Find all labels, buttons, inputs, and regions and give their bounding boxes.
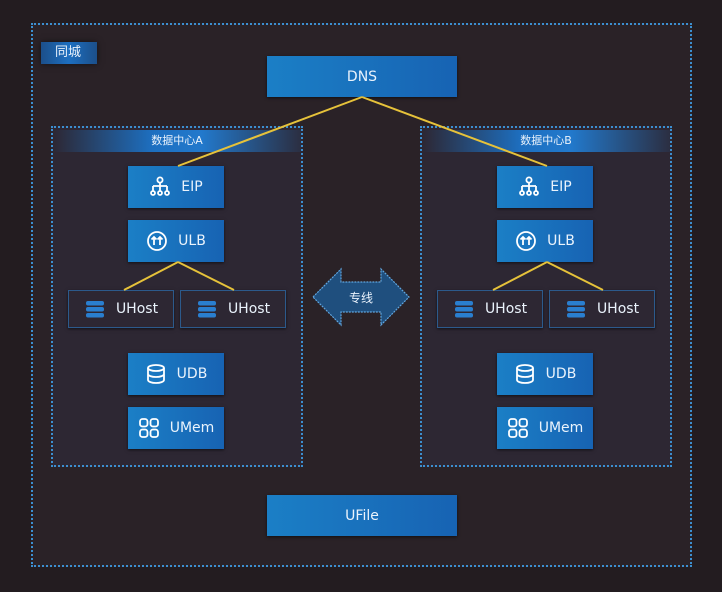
ulb-label: ULB bbox=[178, 233, 206, 249]
private-line-label: 专线 bbox=[348, 290, 373, 305]
dns-label: DNS bbox=[346, 68, 378, 85]
database-icon bbox=[514, 363, 536, 385]
load-balancer-icon bbox=[515, 230, 537, 252]
ulb-node-a[interactable]: ULB bbox=[128, 220, 224, 262]
umem-node-b[interactable]: UMem bbox=[497, 407, 593, 449]
data-center-a-title: 数据中心A bbox=[53, 130, 301, 152]
ufile-label: UFile bbox=[345, 507, 379, 524]
udb-label: UDB bbox=[545, 366, 577, 382]
grid-icon bbox=[138, 417, 160, 439]
server-stack-icon bbox=[196, 298, 218, 320]
udb-node-a[interactable]: UDB bbox=[128, 353, 224, 395]
region-label: 同城 bbox=[41, 42, 97, 64]
server-stack-icon bbox=[565, 298, 587, 320]
network-tree-icon bbox=[518, 176, 540, 198]
eip-node-b[interactable]: EIP bbox=[497, 166, 593, 208]
eip-node-a[interactable]: EIP bbox=[128, 166, 224, 208]
uhost-label: UHost bbox=[115, 301, 159, 317]
uhost-label: UHost bbox=[227, 301, 271, 317]
network-tree-icon bbox=[149, 176, 171, 198]
server-stack-icon bbox=[84, 298, 106, 320]
udb-label: UDB bbox=[176, 366, 208, 382]
eip-label: EIP bbox=[550, 179, 572, 195]
uhost-node-a2[interactable]: UHost bbox=[180, 290, 286, 328]
data-center-b-title: 数据中心B bbox=[422, 130, 670, 152]
ulb-node-b[interactable]: ULB bbox=[497, 220, 593, 262]
uhost-node-b2[interactable]: UHost bbox=[549, 290, 655, 328]
ufile-node[interactable]: UFile bbox=[267, 495, 457, 536]
uhost-node-a1[interactable]: UHost bbox=[68, 290, 174, 328]
uhost-label: UHost bbox=[484, 301, 528, 317]
umem-label: UMem bbox=[538, 420, 584, 436]
server-stack-icon bbox=[453, 298, 475, 320]
database-icon bbox=[145, 363, 167, 385]
uhost-label: UHost bbox=[596, 301, 640, 317]
load-balancer-icon bbox=[146, 230, 168, 252]
uhost-node-b1[interactable]: UHost bbox=[437, 290, 543, 328]
eip-label: EIP bbox=[181, 179, 203, 195]
dns-node[interactable]: DNS bbox=[267, 56, 457, 97]
umem-node-a[interactable]: UMem bbox=[128, 407, 224, 449]
umem-label: UMem bbox=[169, 420, 215, 436]
udb-node-b[interactable]: UDB bbox=[497, 353, 593, 395]
ulb-label: ULB bbox=[547, 233, 575, 249]
grid-icon bbox=[507, 417, 529, 439]
